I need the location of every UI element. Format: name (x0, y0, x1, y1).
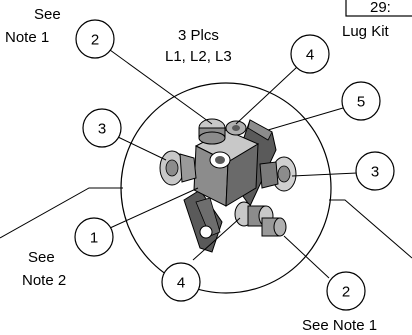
svg-text:4: 4 (306, 47, 314, 64)
leader-4-top (235, 66, 298, 125)
leader-4-bottom (192, 217, 241, 261)
qty-line1: 3 Plcs (178, 27, 219, 44)
see-note-1-top-line2: Note 1 (5, 29, 49, 46)
title-box-text: 29: (370, 0, 391, 16)
see-note-1-top-line1: See (34, 6, 61, 23)
balloon-2-bottom: 2 (326, 271, 366, 311)
leader-3-right (291, 172, 358, 177)
leader-5 (267, 107, 344, 131)
balloon-4-top: 4 (290, 34, 330, 74)
svg-text:3: 3 (98, 121, 106, 138)
see-note-2-line2: Note 2 (22, 272, 66, 289)
balloon-5: 5 (341, 81, 381, 121)
leader-3-left (117, 136, 167, 161)
qty-line2: L1, L2, L3 (165, 48, 232, 65)
svg-text:2: 2 (342, 284, 350, 301)
title-box (345, 0, 412, 17)
svg-text:2: 2 (91, 32, 99, 49)
leader-2-bottom (283, 235, 330, 279)
lug-kit-assembly (159, 118, 297, 253)
leader-2-top (109, 49, 213, 125)
lug-kit-label: Lug Kit (342, 23, 390, 40)
balloon-2-top: 2 (75, 19, 115, 59)
see-note-1-bottom: See Note 1 (302, 317, 377, 334)
balloon-4-bottom: 4 (161, 262, 201, 302)
right-leader (329, 199, 412, 259)
see-note-2-line1: See (28, 249, 55, 266)
balloon-3-right: 3 (355, 151, 395, 191)
svg-text:5: 5 (357, 94, 365, 111)
svg-text:1: 1 (90, 230, 98, 247)
svg-text:3: 3 (371, 164, 379, 181)
note-2-leader (0, 187, 123, 239)
balloon-3-left: 3 (82, 108, 122, 148)
svg-text:4: 4 (177, 275, 185, 292)
leader-1 (109, 187, 199, 229)
balloon-1: 1 (74, 217, 114, 257)
